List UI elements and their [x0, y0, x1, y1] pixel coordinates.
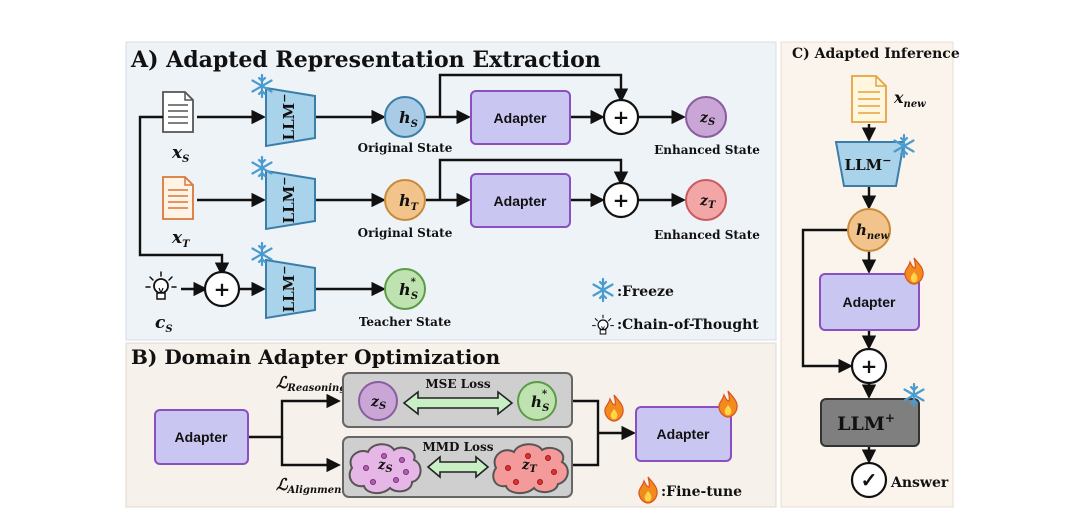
svg-text:LLM−: LLM− — [845, 154, 892, 174]
connectors-panel-a — [138, 73, 686, 297]
legend-finetune: :Fine-tune — [638, 476, 742, 504]
svg-text:h*S: h*S — [399, 277, 418, 302]
document-icon-xt — [162, 176, 194, 220]
adapter-block-tuned: Adapter — [635, 406, 732, 462]
state-zs: zS — [685, 96, 727, 138]
svg-text:+: + — [613, 188, 630, 212]
llm-minus-model-t: LLM− — [265, 169, 316, 231]
svg-text:Adapter: Adapter — [494, 110, 547, 126]
llm-minus-model-cot: LLM− — [265, 258, 316, 320]
svg-text:+: + — [214, 277, 231, 301]
loss-reasoning-label: ℒReasoning — [276, 373, 346, 394]
state-hs: hS — [384, 96, 426, 138]
input-xt-label: xT — [171, 228, 191, 250]
state-ht: hT — [384, 179, 426, 221]
document-icon-xs — [162, 91, 194, 133]
answer-check-icon: ✓ — [850, 461, 888, 499]
caption-teacher-state: Teacher State — [359, 315, 452, 329]
svg-text:+: + — [613, 105, 630, 129]
svg-text::Freeze: :Freeze — [617, 284, 674, 300]
svg-text:zT: zT — [521, 458, 538, 475]
svg-text:+: + — [861, 354, 878, 378]
state-zt: zT — [685, 179, 727, 221]
svg-text:Adapter: Adapter — [494, 193, 547, 209]
adapter-block-inference: Adapter — [819, 273, 920, 331]
adapter-block-s: Adapter — [470, 90, 571, 145]
svg-text:MMD Loss: MMD Loss — [422, 440, 493, 454]
svg-text:hS: hS — [399, 108, 418, 130]
legend-chain-of-thought: :Chain-of-Thought — [591, 314, 759, 335]
sum-node-t: + — [602, 181, 640, 219]
llm-plus-model: LLM+ — [820, 398, 920, 447]
svg-text:Adapter: Adapter — [175, 429, 228, 445]
svg-text::Fine-tune: :Fine-tune — [661, 484, 742, 500]
mmd-loss-box: zS zT MMD Loss — [342, 436, 573, 498]
svg-text:zT: zT — [699, 193, 717, 211]
svg-text:zS: zS — [370, 394, 386, 412]
svg-text:hT: hT — [399, 191, 420, 213]
svg-text:Adapter: Adapter — [843, 294, 896, 310]
svg-text:LLM+: LLM+ — [837, 411, 895, 435]
connectors-panel-b — [248, 393, 636, 473]
svg-text:LLM−: LLM− — [278, 94, 298, 141]
section-c-title: C) Adapted Inference — [792, 46, 960, 62]
sum-node-s: + — [602, 98, 640, 136]
caption-enhanced-state-s: Enhanced State — [654, 143, 760, 157]
sum-node-cot: + — [203, 270, 241, 308]
section-a-title: A) Adapted Representation Extraction — [130, 47, 601, 73]
state-hnew: hnew — [847, 208, 891, 252]
input-cs-label: cS — [155, 313, 173, 335]
llm-minus-model-inference: LLM− — [834, 141, 906, 187]
caption-original-state-s: Original State — [358, 141, 453, 155]
input-xnew-label: xnew — [893, 88, 926, 110]
svg-text:h*S: h*S — [531, 389, 549, 414]
svg-text:LLM−: LLM− — [278, 177, 298, 224]
section-b-title: B) Domain Adapter Optimization — [131, 345, 501, 369]
state-teacher: h*S — [384, 268, 426, 310]
document-icon-xnew — [851, 75, 887, 123]
caption-original-state-t: Original State — [358, 226, 453, 240]
caption-enhanced-state-t: Enhanced State — [654, 228, 760, 242]
input-xs-label: xS — [171, 143, 189, 165]
connectors-panel-c — [801, 124, 877, 464]
svg-text::Chain-of-Thought: :Chain-of-Thought — [617, 317, 759, 333]
adapter-block-t: Adapter — [470, 173, 571, 228]
answer-label: Answer — [890, 475, 949, 491]
adapter-block-train: Adapter — [154, 409, 249, 465]
svg-text:✓: ✓ — [861, 468, 878, 492]
legend-freeze: :Freeze — [592, 277, 674, 303]
svg-text:LLM−: LLM− — [278, 266, 298, 313]
loss-alignment-label: ℒAlignment — [276, 475, 346, 496]
mse-loss-box: zS h*S MSE Loss — [342, 372, 573, 428]
svg-text:zS: zS — [377, 458, 393, 475]
svg-text:Adapter: Adapter — [657, 426, 710, 442]
svg-text:hnew: hnew — [856, 221, 890, 242]
llm-minus-model-s: LLM− — [265, 86, 316, 148]
svg-text:MSE Loss: MSE Loss — [425, 377, 490, 391]
sum-node-inference: + — [850, 347, 888, 385]
svg-text:zS: zS — [699, 110, 715, 128]
